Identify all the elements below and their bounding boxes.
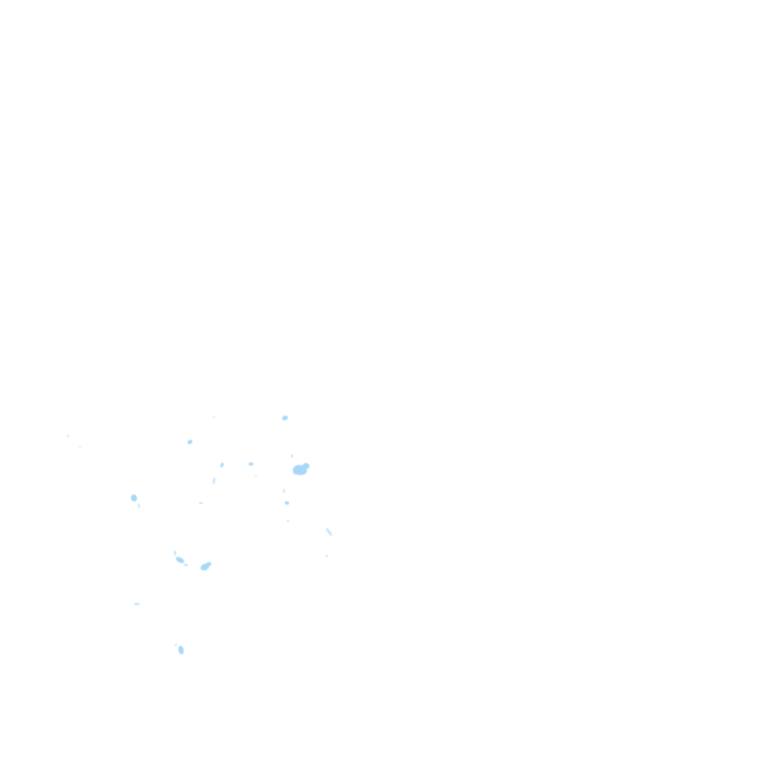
water-body-8 <box>212 477 216 485</box>
water-body-13 <box>199 502 203 504</box>
water-body-3 <box>187 439 193 445</box>
water-body-1 <box>66 435 70 437</box>
water-body-14 <box>283 489 285 493</box>
water-body-22 <box>134 602 140 606</box>
water-body-12 <box>138 503 140 509</box>
water-body-23 <box>178 645 184 655</box>
water-body-18 <box>325 554 329 558</box>
water-body-10 <box>290 454 294 458</box>
water-body-2 <box>79 446 81 448</box>
water-body-25 <box>255 475 257 477</box>
water-body-part-3 <box>206 562 212 566</box>
water-body-11 <box>130 494 138 502</box>
water-body-part-1 <box>302 463 310 469</box>
water-body-16 <box>287 519 289 523</box>
water-body-24 <box>174 644 178 646</box>
water-body-6 <box>220 462 224 468</box>
water-body-17 <box>325 527 333 537</box>
water-body-part-4 <box>184 563 188 567</box>
water-body-5 <box>282 415 288 421</box>
water-body-7 <box>248 462 254 466</box>
water-body-19 <box>173 550 177 556</box>
water-body-15 <box>284 501 290 505</box>
water-body-20 <box>175 556 185 564</box>
water-body-4 <box>213 416 215 418</box>
water-body-part-2 <box>293 469 299 475</box>
